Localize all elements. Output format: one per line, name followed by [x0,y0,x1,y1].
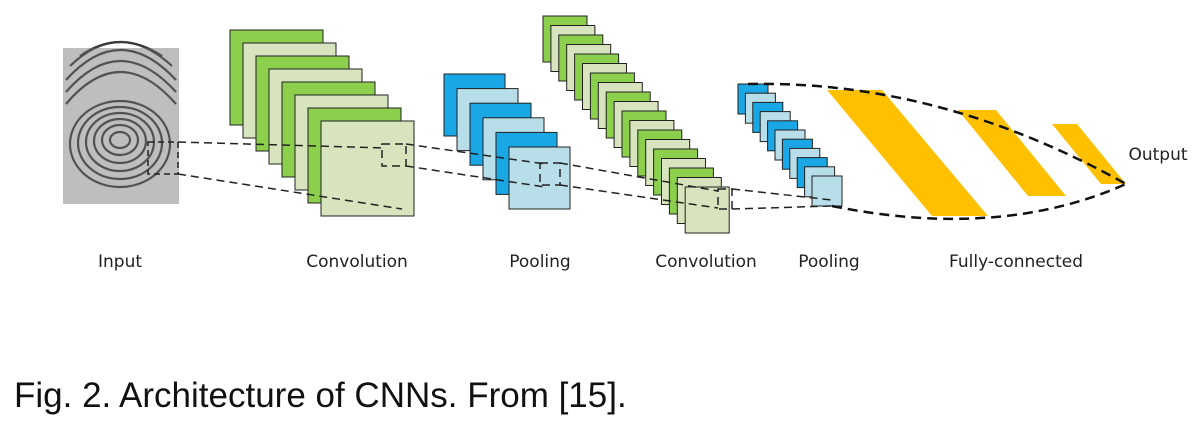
conv1-label: Convolution [306,252,408,272]
figure-caption: Fig. 2. Architecture of CNNs. From [15]. [14,376,627,415]
cnn-architecture-diagram [63,15,1127,234]
fc-layer-1 [827,90,988,216]
conv2-map-19 [684,186,730,234]
input-label: Input [97,252,143,272]
pool2-feature-map-stack [737,83,843,207]
conv1-map-8 [320,120,415,217]
fc-label: Fully-connected [949,252,1083,272]
input-receptive-field [147,141,179,175]
conv2-feature-map-stack [542,15,730,234]
pool2-label: Pooling [798,252,860,272]
input-fingerprint-image [63,40,179,204]
pool1-label: Pooling [509,252,571,272]
conv1-feature-map-stack [229,29,415,217]
fc-layer-2 [958,110,1066,196]
conv2-label: Convolution [655,252,757,272]
fc-envelope-curves [747,82,1127,221]
fc-layer-3 [1052,124,1126,184]
pool1-feature-map-stack [443,73,571,210]
dashed-connections [177,141,833,210]
fully-connected-layers [827,90,1126,216]
pool2-map-11 [811,175,843,207]
output-label: Output [1128,145,1188,165]
